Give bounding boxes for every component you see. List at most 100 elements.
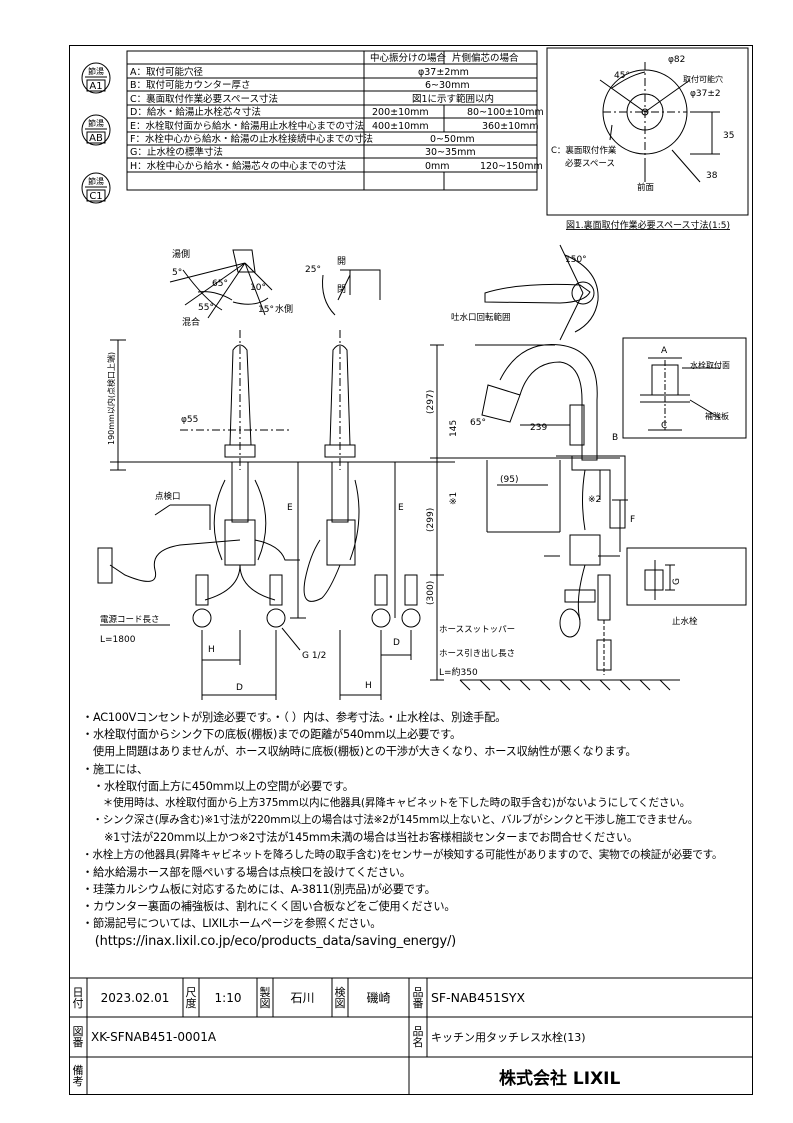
checked-value: 磯崎: [366, 991, 391, 1005]
saving-badge-a1: [81, 62, 111, 94]
part-number: SF-NAB451SYX: [431, 990, 526, 1005]
spec-row-e-side: 360±10mm: [482, 121, 539, 132]
label-hose-stopper: ホーススットッパー: [439, 625, 515, 635]
scale-value: 1:10: [214, 990, 242, 1005]
fig1-front: 前面: [637, 182, 655, 193]
fig1-dia-outer: φ82: [668, 55, 685, 65]
spec-row-f-center: 0~50mm: [430, 134, 475, 145]
label-stop-valve: 止水栓: [672, 616, 698, 627]
badge-a1-top: 節湯: [88, 66, 104, 76]
dim-299: (299): [426, 508, 436, 532]
note-line: ・給水給湯ホース部を隠ぺいする場合は点検口を設けてください。: [82, 865, 411, 879]
fig1-dim-38: 38: [706, 171, 718, 181]
dim-h-side: H: [365, 681, 372, 691]
dim-239: 239: [530, 423, 547, 433]
spec-row-b-label: B：取付可能カウンター厚さ: [130, 79, 251, 91]
product-name: キッチン用タッチレス水栓(13): [431, 1031, 586, 1044]
note-line: 使用上問題はありませんが、ホース収納時に底板(棚板)との干渉が大きくなり、ホース…: [82, 745, 637, 759]
lever-angle-diagram: [169, 249, 381, 319]
badge-c1-top: 節湯: [88, 176, 104, 186]
label-water-side: 水側: [275, 303, 293, 315]
mount-detail: [622, 337, 747, 439]
label-height-note: 190mm以内(点検口上端): [106, 352, 116, 445]
angle-10: 10°: [250, 283, 266, 293]
dim-star1: ※1: [449, 492, 459, 505]
fig1-space-label-2: 必要スペース: [565, 158, 615, 169]
label-hose-pull: ホース引き出し長さ: [439, 648, 515, 659]
spec-row-d-center: 200±10mm: [372, 107, 429, 118]
checked-label: 検図: [334, 985, 346, 1010]
label-open: 開: [337, 256, 346, 267]
drawing-label: 図番: [72, 1025, 84, 1049]
drawn-value: 石川: [290, 991, 315, 1005]
spec-row-e-center: 400±10mm: [372, 121, 429, 132]
dim-300: (300): [426, 581, 436, 605]
spec-row-g-center: 30~35mm: [425, 147, 476, 158]
notes-section: ・AC100Vコンセントが別途必要です。・（ ）内は、参考寸法。・止水栓は、別途…: [82, 709, 750, 950]
saving-badge-c1: [81, 172, 111, 204]
figure1-back-space: [546, 47, 749, 216]
note-line: ※1寸法が220mm以上かつ※2寸法が145mm未満の場合は当社お客様相談センタ…: [82, 831, 638, 845]
note-line: ・施工には、: [82, 762, 148, 776]
angle-55: 55°: [198, 303, 214, 313]
label-phi55: φ55: [181, 415, 198, 425]
company-logo: 株式会社 LIXIL: [499, 1068, 621, 1089]
fig1-angle: 45°: [614, 71, 630, 81]
side-view: [303, 330, 421, 700]
angle-5: 5°: [172, 268, 182, 278]
note-line: (https://inax.lixil.co.jp/eco/products_d…: [82, 933, 457, 949]
spec-row-h-side: 120~150mm: [480, 161, 543, 172]
badge-ab-bottom: AB: [89, 133, 103, 144]
note-line: ・節湯記号については、LIXILホームページを参照ください。: [82, 917, 382, 931]
label-reinforce: 補強板: [705, 411, 729, 421]
label-spout-range: 吐水口回転範囲: [451, 312, 511, 323]
section-view: [430, 343, 680, 691]
angle-65: 65°: [212, 279, 228, 289]
dim-d-side: D: [393, 638, 400, 648]
spec-row-g-label: G：止水栓の標準寸法: [130, 146, 223, 158]
drawn-label: 製図: [259, 985, 271, 1010]
label-hose-len: L=約350: [439, 666, 478, 678]
fig1-hole-dia: φ37±2: [690, 89, 721, 99]
date-label: 日付: [72, 985, 84, 1010]
fig1-caption: 図1.裏面取付作業必要スペース寸法(1:5): [566, 219, 730, 231]
dim-g12: G 1/2: [302, 651, 326, 661]
remarks-label: 備考: [72, 1064, 84, 1088]
note-line: ・珪藻カルシウム板に対応するためには、A-3811(別売品)が必要です。: [82, 883, 436, 897]
spec-row-d-side: 80~100±10mm: [467, 107, 544, 118]
dim-f: F: [630, 515, 635, 525]
angle-15: 15°: [258, 305, 274, 315]
drawing-frame: [69, 45, 753, 1095]
spout-rotation-diagram: [484, 244, 599, 341]
dim-145: 145: [449, 420, 459, 437]
dim-star2: ※2: [588, 495, 601, 505]
dim-e-side: E: [398, 503, 404, 513]
title-block-grid: [69, 977, 753, 1095]
dim-297: (297): [426, 390, 436, 414]
spec-row-h-center: 0mm: [425, 161, 450, 172]
label-mount-face: 水栓取付面: [690, 360, 730, 370]
spec-row-d-label: D：給水・給湯止水栓芯々寸法: [130, 106, 261, 118]
spec-table-grid: [126, 50, 538, 191]
spec-row-a-center: φ37±2mm: [418, 67, 469, 78]
dim-h-front: H: [208, 645, 215, 655]
label-hot-side: 湯側: [172, 248, 190, 260]
scale-label: 尺度: [185, 985, 197, 1010]
note-line: ・カウンター裏面の補強板は、割れにくく固い合板などをご使用ください。: [82, 900, 456, 914]
note-line: ・AC100Vコンセントが別途必要です。・（ ）内は、参考寸法。・止水栓は、別途…: [82, 711, 507, 724]
label-cord: 電源コード長さ: [100, 615, 160, 625]
label-cord-len: L=1800: [100, 635, 136, 645]
front-view: [97, 330, 455, 700]
note-line: ・水栓取付面上方に450mm以上の空間が必要です。: [82, 779, 354, 793]
date-value: 2023.02.01: [100, 990, 170, 1005]
spec-header-center: 中心振分けの場合: [370, 52, 447, 64]
title-block: 日付 2023.02.01 尺度 1:10 製図 石川 検図 磯崎 品番 SF-…: [69, 978, 753, 1095]
dim-e-front: E: [287, 503, 293, 513]
label-mix: 混合: [182, 316, 200, 328]
note-line: ・シンク深さ(厚み含む)※1寸法が220mm以上の場合は寸法※2が145mm以上…: [82, 814, 699, 827]
angle-25: 25°: [305, 265, 321, 275]
dim-65: 65°: [470, 418, 486, 428]
note-line: ・水栓取付面からシンク下の底板(棚板)までの距離が540mm以上必要です。: [82, 728, 461, 742]
spec-row-c-center: 図1に示す範囲以内: [412, 93, 494, 105]
